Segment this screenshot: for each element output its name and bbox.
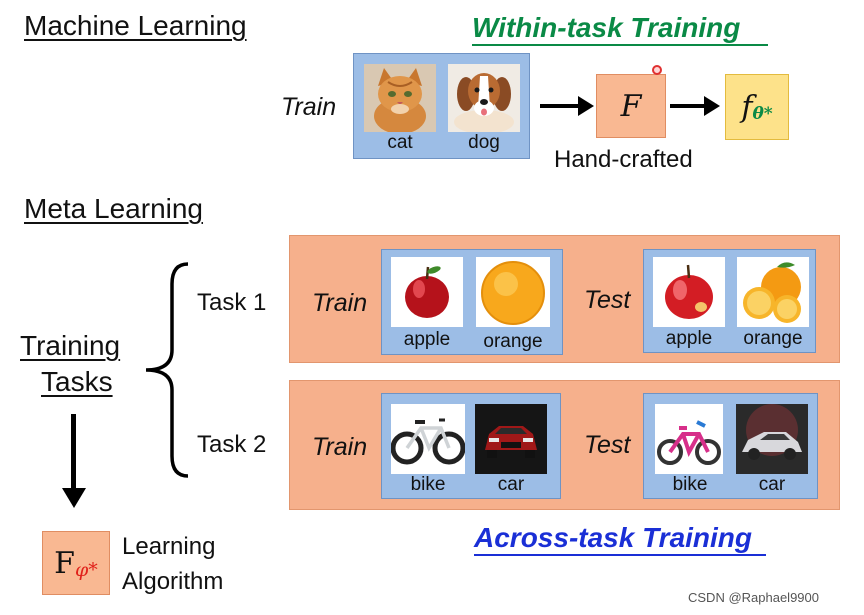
apple-photo-icon xyxy=(391,257,463,327)
bike-photo-icon xyxy=(391,404,465,474)
task2-test-box: bike car xyxy=(643,393,818,499)
image-caption: car xyxy=(758,474,786,495)
car-photo-icon xyxy=(475,404,547,474)
arrow-to-f xyxy=(540,104,582,108)
pointer-dot-icon xyxy=(652,65,662,75)
f-theta-symbol: f xyxy=(741,89,753,125)
learning-algorithm-line1: Learning xyxy=(122,533,216,560)
f-theta-box: f θ* xyxy=(725,74,789,140)
f-phi-symbol: F xyxy=(54,545,75,581)
task2-label: Task 2 xyxy=(197,431,267,458)
down-arrow-line xyxy=(71,414,76,492)
training-tasks-line1: Training xyxy=(20,330,121,361)
task1-label: Task 1 xyxy=(197,289,267,316)
arrow-head-icon xyxy=(704,96,720,116)
image-caption: apple xyxy=(403,329,451,350)
f-phi-box: F φ* xyxy=(42,531,110,595)
train-label-top: Train xyxy=(281,93,337,121)
cat-photo-icon xyxy=(364,64,436,132)
learning-algorithm-line2: Algorithm xyxy=(122,568,224,595)
training-tasks-line2: Tasks xyxy=(41,366,113,397)
apple-photo-icon xyxy=(653,257,725,327)
kids-bike-photo-icon xyxy=(655,404,723,474)
across-task-training-title: Across-task Training xyxy=(474,522,753,553)
task2-train-box: bike car xyxy=(381,393,561,499)
dog-photo-icon xyxy=(448,64,520,132)
task1-test-box: apple orange xyxy=(643,249,816,353)
task2-band: Train bike car xyxy=(289,380,840,510)
arrow-to-f-theta xyxy=(670,104,708,108)
task1-train-label: Train xyxy=(312,289,368,317)
f-label: F xyxy=(620,88,642,124)
orange-photo-icon xyxy=(476,257,550,327)
task1-band: Train apple orange Test xyxy=(289,235,840,363)
f-theta-subscript: θ* xyxy=(752,104,773,124)
orange-slices-photo-icon xyxy=(737,257,809,327)
across-task-underline xyxy=(474,554,766,556)
image-caption: bike xyxy=(672,474,708,495)
meta-learning-heading: Meta Learning xyxy=(24,193,204,224)
hand-crafted-label: Hand-crafted xyxy=(554,146,693,173)
task1-train-box: apple orange xyxy=(381,249,563,355)
machine-learning-heading: Machine Learning xyxy=(24,10,247,41)
task2-test-label: Test xyxy=(584,431,631,459)
within-task-training-title: Within-task Training xyxy=(472,12,741,43)
car-photo-icon xyxy=(736,404,808,474)
image-caption: bike xyxy=(410,474,446,495)
image-caption: cat xyxy=(387,132,413,153)
top-train-image-box: cat dog xyxy=(353,53,530,159)
image-caption: dog xyxy=(468,132,500,153)
f-phi-subscript: φ* xyxy=(75,559,98,581)
down-arrow-head-icon xyxy=(62,488,86,508)
image-caption: apple xyxy=(665,328,713,349)
within-task-underline xyxy=(472,44,768,46)
image-caption: car xyxy=(497,474,525,495)
image-caption: orange xyxy=(743,328,803,349)
f-box: F xyxy=(596,74,666,138)
watermark: CSDN @Raphael9900 xyxy=(688,590,819,605)
image-caption: orange xyxy=(483,331,543,352)
arrow-head-icon xyxy=(578,96,594,116)
task2-train-label: Train xyxy=(312,433,368,461)
curly-brace-icon xyxy=(145,262,189,478)
task1-test-label: Test xyxy=(584,286,631,314)
